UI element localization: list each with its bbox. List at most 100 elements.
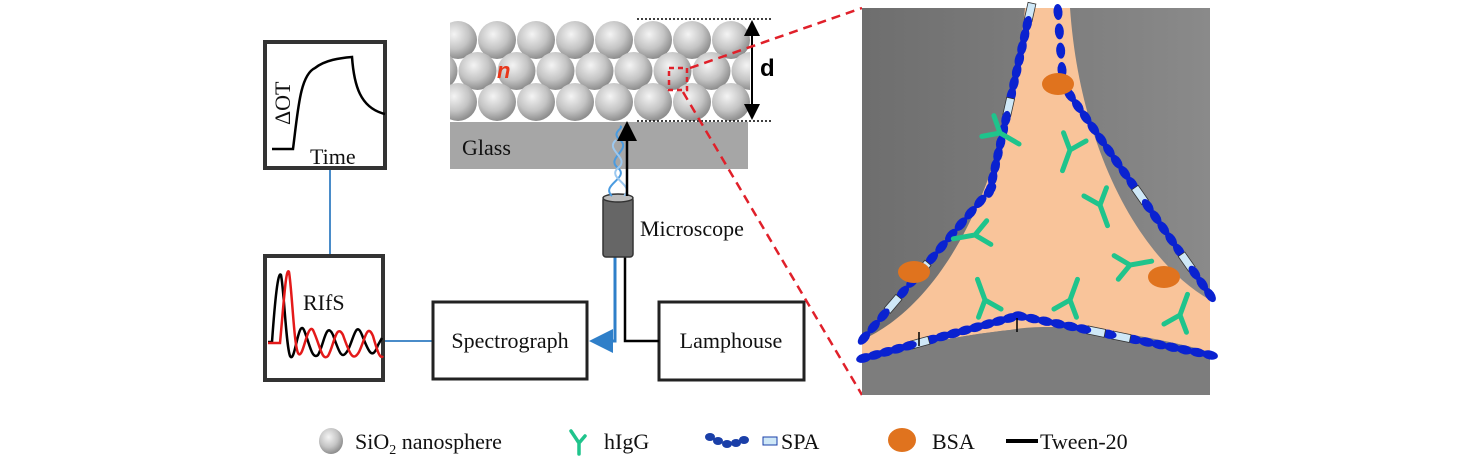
spa-bead	[1024, 313, 1041, 324]
spectrograph-box: Spectrograph	[431, 300, 589, 381]
spa-bead	[1009, 75, 1019, 92]
pore-detail-panel	[856, 1, 1218, 395]
higg-antibody	[979, 113, 1022, 147]
higg-antibody	[1059, 130, 1089, 174]
spa-bead	[1157, 221, 1170, 236]
nanosphere	[556, 21, 594, 59]
delta-ot-label: ΔOT	[270, 81, 295, 125]
spa-bead	[974, 194, 987, 209]
spa-bead	[1204, 287, 1216, 303]
sphere-icon	[319, 428, 343, 454]
spa-bead	[1118, 165, 1131, 180]
spa-bead	[1095, 132, 1107, 147]
spa-bead	[1011, 63, 1022, 80]
spa-bead	[1001, 110, 1011, 127]
spa-bead	[935, 240, 948, 254]
spa-bead	[990, 158, 1001, 175]
higg-antibody	[974, 276, 1004, 320]
spa-bead	[1017, 39, 1027, 56]
thickness-label: d	[760, 55, 775, 82]
rifs-spectrum-box: RIfS	[263, 254, 385, 382]
spa-bead	[1087, 121, 1100, 136]
spa-bead	[983, 183, 997, 197]
nanosphere	[712, 83, 750, 121]
nanosphere	[497, 52, 536, 90]
nanosphere	[450, 21, 477, 59]
spa-bead	[964, 206, 977, 220]
spa-bead	[1188, 265, 1201, 280]
legend-item-higg: hIgG	[569, 429, 649, 456]
spa-bead	[1141, 199, 1154, 214]
legend-label-sio2: SiO2 nanosphere	[355, 429, 502, 458]
illumination-fiber	[623, 256, 659, 343]
spa-bead	[1196, 276, 1209, 291]
bsa-molecule	[1148, 266, 1180, 288]
nanosphere	[692, 52, 731, 90]
spa-bead	[1151, 339, 1168, 350]
spa-bead	[1164, 342, 1180, 352]
spa-bead	[857, 331, 871, 345]
spectrograph-label: Spectrograph	[451, 328, 568, 353]
spa-bead	[954, 217, 968, 231]
nanosphere	[400, 83, 438, 121]
reflected-fiber	[589, 256, 617, 353]
spa-bead	[945, 228, 958, 243]
spa-bead	[1079, 110, 1092, 125]
spectrum-black	[268, 273, 384, 359]
higg-antibody	[1111, 253, 1155, 282]
spa-bead	[877, 308, 890, 322]
spa-bead	[1189, 347, 1206, 358]
nanosphere-film	[400, 21, 750, 121]
spa-bead	[1050, 319, 1066, 329]
spa-bead	[1019, 27, 1030, 44]
legend-label-higg: hIgG	[604, 429, 649, 454]
antibody-icon	[569, 429, 587, 456]
spa-bead	[896, 285, 909, 300]
spa-chain-icon	[705, 433, 778, 448]
nanosphere	[458, 52, 497, 90]
nanosphere	[517, 83, 555, 121]
nanosphere	[517, 21, 555, 59]
lamphouse-box: Lamphouse	[657, 300, 806, 382]
nanosphere	[478, 21, 516, 59]
glass-label: Glass	[462, 135, 511, 160]
nanosphere	[673, 21, 711, 59]
spa-bead	[1056, 42, 1066, 59]
spa-bead	[1014, 51, 1025, 68]
glass-substrate	[450, 122, 748, 169]
bsa-molecule	[898, 261, 930, 283]
nanosphere	[595, 21, 633, 59]
nanosphere	[634, 21, 672, 59]
zoom-region-marker	[667, 66, 689, 92]
spa-bead	[987, 170, 998, 187]
lamphouse-label: Lamphouse	[680, 328, 783, 353]
spa-bead	[1062, 321, 1079, 332]
time-label: Time	[310, 144, 356, 169]
sensorgram-curve	[272, 55, 386, 151]
legend-label-spa: SPA	[781, 429, 819, 454]
spa-bead	[1022, 15, 1033, 32]
higg-antibody	[950, 218, 994, 247]
nanosphere	[536, 52, 575, 90]
spa-bead	[1054, 23, 1064, 40]
higg-antibody	[1051, 276, 1081, 320]
spa-bead	[856, 353, 872, 363]
biomolecule-layer	[856, 1, 1218, 363]
legend-item-tween: Tween-20	[1006, 429, 1128, 454]
legend-item-sio2: SiO2 nanosphere	[319, 428, 502, 458]
bsa-ellipse-icon	[888, 428, 916, 452]
callout-line-top	[689, 6, 863, 70]
refractive-index-label: n	[497, 58, 510, 83]
higg-antibody	[1081, 185, 1111, 229]
nanosphere	[673, 83, 711, 121]
spa-bead	[1075, 324, 1092, 334]
microscope-objective: Microscope	[602, 193, 744, 258]
legend-label-tween: Tween-20	[1040, 429, 1128, 454]
spa-bead	[1149, 210, 1162, 225]
spa-bead	[1103, 143, 1115, 158]
spa-bead	[1138, 337, 1155, 347]
spa-bead	[1202, 350, 1218, 360]
legend-label-bsa: BSA	[932, 429, 975, 454]
nanosphere	[575, 52, 614, 90]
spa-bead	[1110, 154, 1123, 169]
